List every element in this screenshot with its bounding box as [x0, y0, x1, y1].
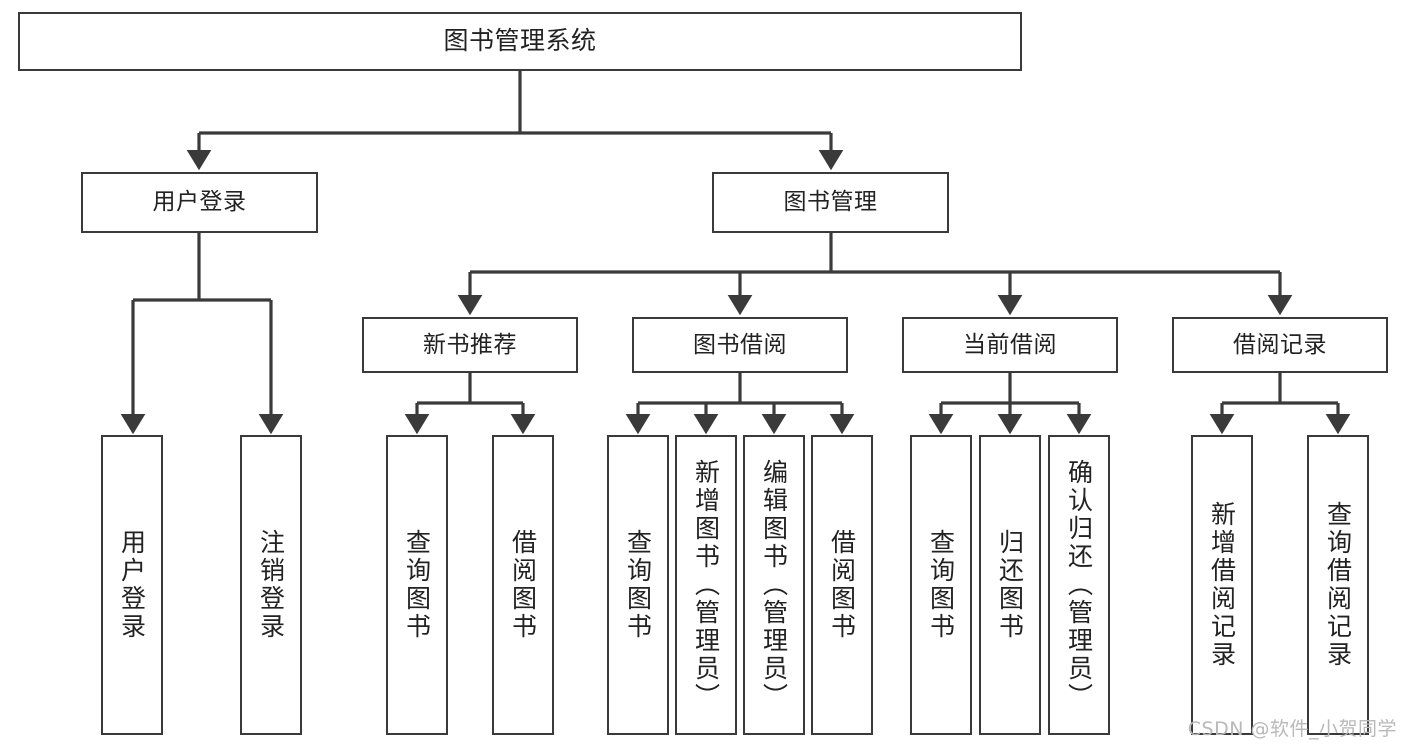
- node-label: 确认归还（管理员）: [1064, 459, 1094, 711]
- node-label: 新增借阅记录: [1207, 501, 1237, 669]
- leaf-edit-book-admin[interactable]: 编辑图书（管理员）: [743, 435, 805, 735]
- csdn-watermark: CSDN @软件_小贺同学: [1187, 718, 1397, 740]
- leaf-query-book-borrow[interactable]: 查询图书: [607, 435, 669, 735]
- node-new-book-recommend[interactable]: 新书推荐: [362, 317, 578, 373]
- node-book-management[interactable]: 图书管理: [712, 172, 949, 233]
- node-root-book-management-system[interactable]: 图书管理系统: [18, 12, 1022, 71]
- leaf-borrow-book[interactable]: 借阅图书: [811, 435, 873, 735]
- leaf-borrow-book-recommend[interactable]: 借阅图书: [492, 435, 554, 735]
- leaf-logout[interactable]: 注销登录: [240, 435, 302, 735]
- node-label: 用户登录: [152, 189, 247, 216]
- leaf-query-book-current[interactable]: 查询图书: [910, 435, 972, 735]
- node-label: 新书推荐: [423, 331, 517, 358]
- leaf-query-book-recommend[interactable]: 查询图书: [386, 435, 448, 735]
- node-label: 查询图书: [402, 529, 432, 641]
- leaf-add-borrow-record[interactable]: 新增借阅记录: [1191, 435, 1253, 735]
- leaf-confirm-return-admin[interactable]: 确认归还（管理员）: [1048, 435, 1110, 735]
- node-current-borrow[interactable]: 当前借阅: [902, 317, 1118, 373]
- node-label: 编辑图书（管理员）: [759, 459, 789, 711]
- node-label: 查询借阅记录: [1323, 501, 1353, 669]
- node-label: 归还图书: [995, 529, 1025, 641]
- node-label: 用户登录: [117, 529, 147, 641]
- node-label: 查询图书: [926, 529, 956, 641]
- node-borrow-record[interactable]: 借阅记录: [1172, 317, 1388, 373]
- node-label: 借阅图书: [508, 529, 538, 641]
- node-label: 图书管理系统: [443, 26, 597, 56]
- node-user-login[interactable]: 用户登录: [81, 172, 318, 233]
- leaf-return-book[interactable]: 归还图书: [979, 435, 1041, 735]
- node-label: 图书管理: [783, 189, 878, 216]
- node-label: 借阅记录: [1233, 331, 1327, 358]
- node-label: 新增图书（管理员）: [691, 459, 721, 711]
- leaf-query-borrow-record[interactable]: 查询借阅记录: [1307, 435, 1369, 735]
- node-label: 当前借阅: [963, 331, 1057, 358]
- node-label: 注销登录: [256, 529, 286, 641]
- leaf-add-book-admin[interactable]: 新增图书（管理员）: [675, 435, 737, 735]
- node-book-borrow[interactable]: 图书借阅: [632, 317, 848, 373]
- node-label: 查询图书: [623, 529, 653, 641]
- node-label: 图书借阅: [693, 331, 787, 358]
- node-label: 借阅图书: [827, 529, 857, 641]
- leaf-user-login[interactable]: 用户登录: [101, 435, 163, 735]
